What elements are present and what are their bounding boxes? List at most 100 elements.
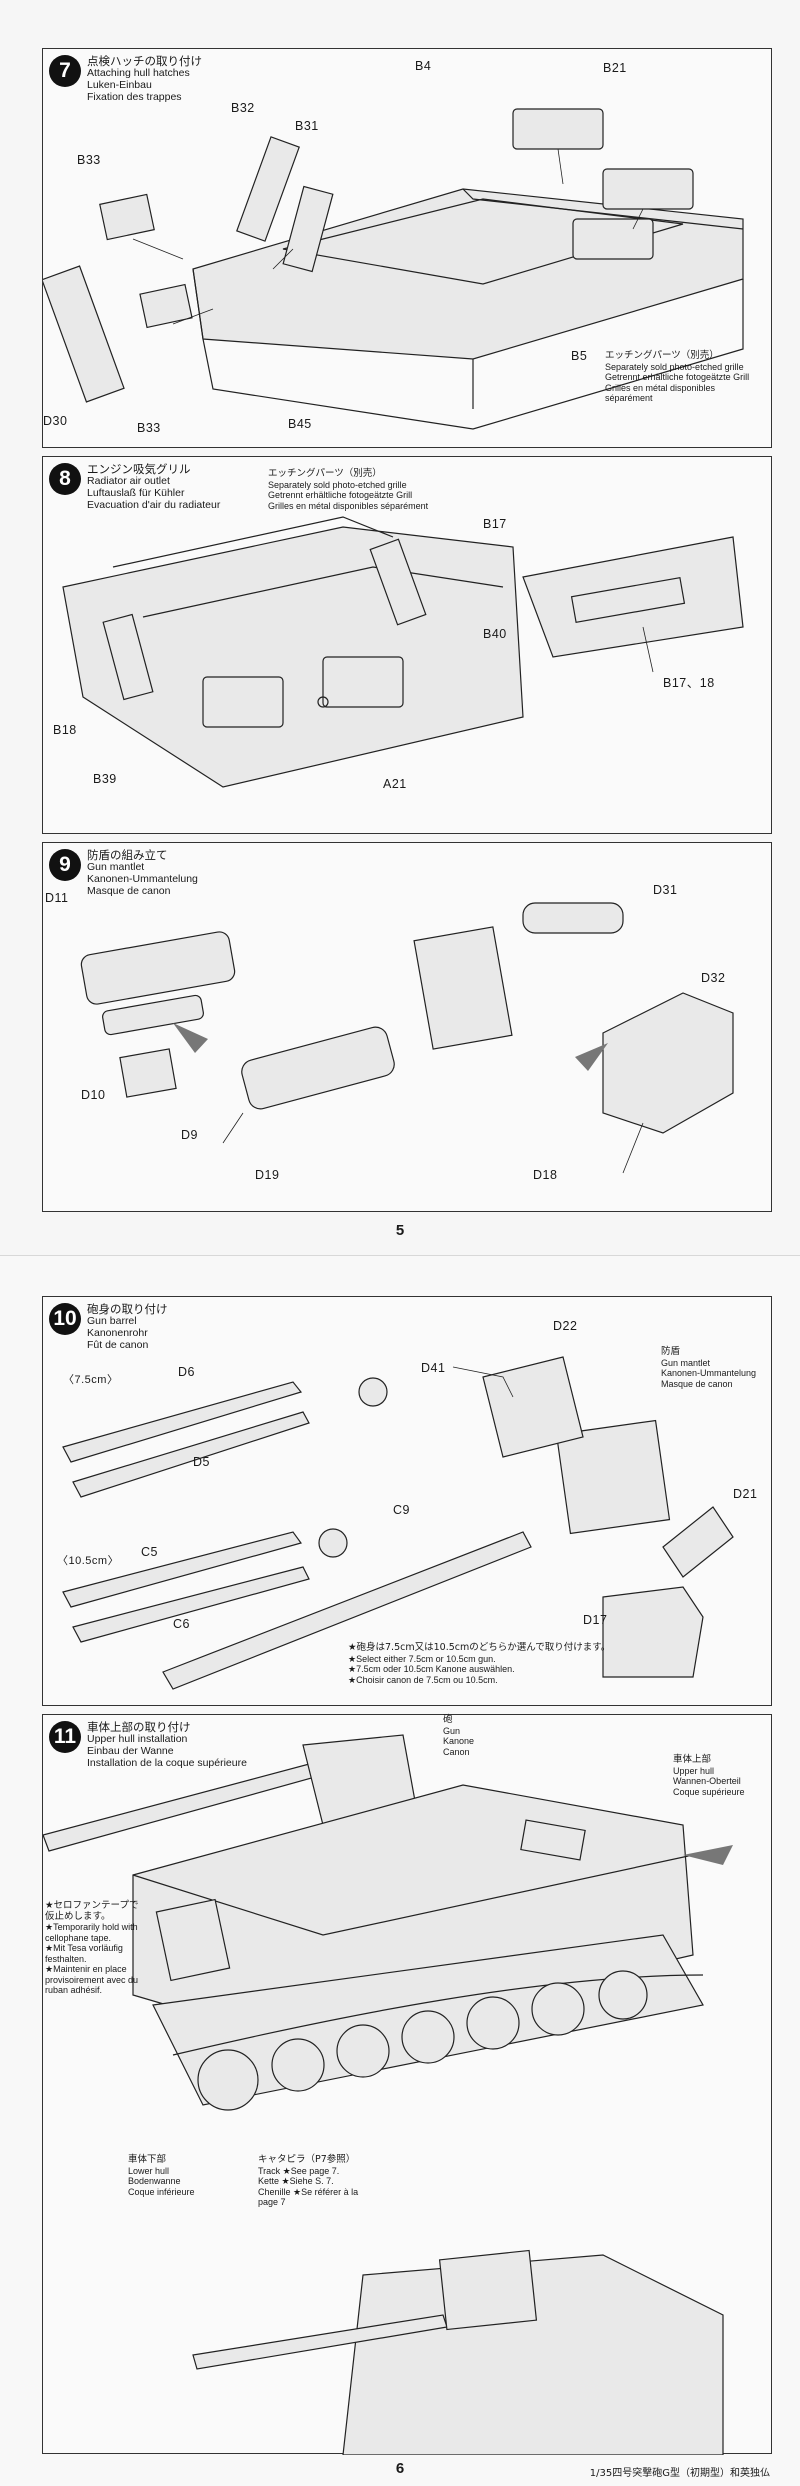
step-title-fr: Evacuation d'air du radiateur [87,499,221,511]
photo-etched-note: エッチングパーツ（別売） Separately sold photo-etche… [605,350,765,404]
note-de: Kanone [443,1736,475,1746]
part-label-b45: B45 [288,417,312,431]
step-9-header: 9 防盾の組み立て Gun mantlet Kanonen-Ummantelun… [49,849,198,897]
step-number: 7 [49,55,81,87]
part-label-d31: D31 [653,883,678,897]
part-label-b17-18: B17、18 [663,676,715,690]
note-fr: Grilles en métal disponibles séparément [605,382,716,404]
step-title-jp: 車体上部の取り付け [87,1720,191,1734]
step-title-de: Kanonenrohr [87,1327,148,1339]
step-title-de: Luken-Einbau [87,79,152,91]
step-9-diagram [80,902,734,1174]
note-fr: Grilles en métal disponibles séparément [268,500,429,511]
part-label-d41: D41 [421,1361,446,1375]
step-10-diagram [62,1356,734,1690]
part-label-b33: B33 [137,421,161,435]
gun-variant-75: 〈7.5cm〉 [63,1374,119,1386]
part-label-b31: B31 [295,119,319,133]
part-label-d18: D18 [533,1168,558,1182]
part-label-b40: B40 [483,627,507,641]
note-en: Upper hull [673,1765,715,1776]
part-label-d6: D6 [178,1365,195,1379]
note-fr: Canon [443,1746,470,1757]
page-6: 10 砲身の取り付け Gun barrel Kanonenrohr Fût de… [0,1255,800,2486]
note-de: ★7.5cm oder 10.5cm Kanone auswählen. [348,1664,515,1674]
note-fr: Coque supérieure [673,1786,745,1797]
page-number: 5 [395,1222,405,1239]
photo-etched-note: エッチングパーツ（別売） Separately sold photo-etche… [268,468,468,511]
note-jp: ★セロファンテープで仮止めします。 [45,1900,139,1922]
step-number: 9 [49,849,81,881]
part-label-b5: B5 [571,349,588,363]
part-label-b32: B32 [231,101,255,115]
upper-hull-note: 車体上部 Upper hull Wannen-Oberteil Coque su… [673,1754,773,1797]
note-en: Gun [443,1725,461,1736]
page-5: 7 点検ハッチの取り付け Attaching hull hatches Luke… [42,48,772,1239]
step-7-diagram [43,108,744,430]
step-title-fr: Fût de canon [87,1339,149,1351]
part-label-c9: C9 [393,1503,410,1517]
step-11-panel: 11 車体上部の取り付け Upper hull installation Ein… [42,1714,773,2455]
part-label-d21: D21 [733,1487,758,1501]
note-jp: ★砲身は7.5cm又は10.5cmのどちらか選んで取り付けます。 [348,1642,611,1653]
note-en: Track ★See page 7. [258,2165,340,2176]
step-number: 10 [49,1303,81,1335]
note-de: Getrennt erhältliche fotogeätzte Grill [268,490,413,500]
step-title-en: Radiator air outlet [87,475,170,487]
step-10-header: 10 砲身の取り付け Gun barrel Kanonenrohr Fût de… [49,1303,168,1351]
note-jp: エッチングパーツ（別売） [605,350,719,361]
note-de: Kette ★Siehe S. 7. [258,2176,334,2186]
track-note: キャタピラ（P7参照） Track ★See page 7. Kette ★Si… [258,2154,378,2208]
part-label-b33: B33 [77,153,101,167]
note-jp: キャタピラ（P7参照） [258,2154,356,2165]
part-label-d32: D32 [701,971,726,985]
note-fr: ★Maintenir en place provisoirement avec … [45,1964,139,1995]
step-number: 11 [49,1721,81,1753]
tape-note: ★セロファンテープで仮止めします。 ★Temporarily hold with… [45,1900,145,1996]
part-label-c6: C6 [173,1617,190,1631]
note-en: Lower hull [128,2165,170,2176]
note-en: ★Select either 7.5cm or 10.5cm gun. [348,1653,496,1664]
step-9-panel: 9 防盾の組み立て Gun mantlet Kanonen-Ummantelun… [42,842,772,1212]
part-label-c5: C5 [141,1545,158,1559]
lower-hull-note: 車体下部 Lower hull Bodenwanne Coque inférie… [128,2154,218,2197]
step-title-fr: Masque de canon [87,885,171,897]
mantlet-note: 防盾 Gun mantlet Kanonen-Ummantelung Masqu… [661,1346,771,1389]
part-label-b39: B39 [93,772,117,786]
step-title-de: Kanonen-Ummantelung [87,873,198,885]
part-label-d19: D19 [255,1168,280,1182]
note-jp: 砲 [443,1714,453,1725]
part-label-d30: D30 [43,414,68,428]
step-title-en: Attaching hull hatches [87,67,190,79]
step-title-fr: Installation de la coque supérieure [87,1757,247,1769]
step-title-en: Gun barrel [87,1315,137,1327]
note-en: ★Temporarily hold with cellophane tape. [45,1922,138,1943]
step-10-panel: 10 砲身の取り付け Gun barrel Kanonenrohr Fût de… [42,1296,772,1706]
step-8-diagram [62,516,744,788]
note-jp: 防盾 [661,1346,681,1357]
part-label-d10: D10 [81,1088,106,1102]
step-number: 8 [49,463,81,495]
gun-variant-105: 〈10.5cm〉 [57,1555,120,1567]
step-11-diagram [43,1734,733,2455]
part-label-b18: B18 [53,723,77,737]
part-label-d9: D9 [181,1128,198,1142]
step-title-en: Gun mantlet [87,861,145,873]
part-label-d5: D5 [193,1455,210,1469]
step-title-de: Einbau der Wanne [87,1745,174,1757]
part-label-d17: D17 [583,1613,608,1627]
part-label-a21: A21 [383,777,407,791]
note-fr: ★Choisir canon de 7.5cm ou 10.5cm. [348,1674,498,1685]
step-11-header: 11 車体上部の取り付け Upper hull installation Ein… [49,1721,247,1769]
note-jp: 車体下部 [128,2154,167,2165]
part-label-d22: D22 [553,1319,578,1333]
gun-note: 砲 Gun Kanone Canon [443,1714,523,1757]
step-8-panel: 8 エンジン吸気グリル Radiator air outlet Luftausl… [42,456,772,834]
note-fr: Coque inférieure [128,2186,195,2197]
step-title-jp: 防盾の組み立て [87,848,168,862]
step-title-en: Upper hull installation [87,1733,188,1745]
part-label-b21: B21 [603,61,627,75]
note-fr: Chenille ★Se référer à la page 7 [258,2186,359,2208]
footer-text: 1/35四号突撃砲G型（初期型）和英独仏 [589,2468,770,2479]
note-en: Separately sold photo-etched grille [605,361,744,372]
